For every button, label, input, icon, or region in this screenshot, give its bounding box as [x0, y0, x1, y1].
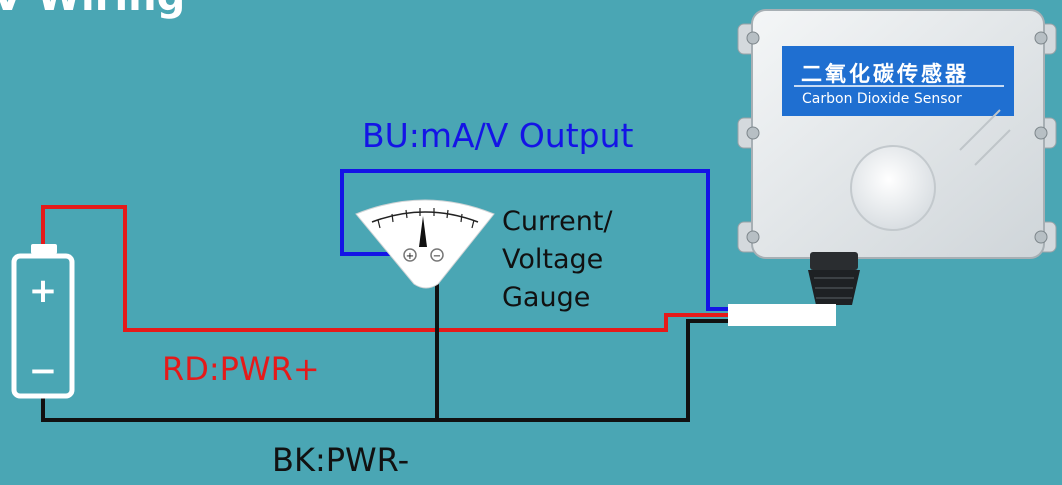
gauge-needle [419, 216, 427, 247]
blue-wire-label: BU:mA/V Output [362, 116, 634, 155]
co2-sensor [728, 9, 1057, 326]
sensor-vent-lines [959, 109, 1011, 166]
gauge-negative-terminal [430, 248, 444, 262]
gauge-label: Current/ Voltage Gauge [502, 203, 613, 317]
gauge-label-line: Voltage [502, 244, 604, 275]
battery-plus-icon: + [29, 271, 58, 311]
sensor-name-cn: 二氧化碳传感器 [801, 62, 969, 86]
gauge-positive-terminal [403, 248, 417, 262]
battery: + − [11, 244, 75, 399]
screw-icon [1034, 230, 1048, 244]
black-wire [41, 319, 728, 422]
blue-wire [340, 169, 728, 311]
screw-icon [1034, 126, 1048, 140]
gauge-label-line: Current/ [502, 206, 613, 237]
gauge-plus-icon: + [406, 251, 414, 262]
sensor-label-plate [782, 46, 1014, 116]
gauge-scale [371, 211, 479, 223]
sensor-cable [728, 304, 836, 326]
gauge-minus-icon: − [433, 251, 441, 262]
sensor-name-en: Carbon Dioxide Sensor [802, 91, 962, 107]
battery-minus-icon: − [29, 351, 58, 391]
red-wire-label: RD:PWR+ [162, 350, 320, 388]
screw-icon [746, 31, 760, 45]
battery-body [11, 253, 75, 399]
screw-icon [746, 230, 760, 244]
gauge-label-line: Gauge [502, 282, 591, 313]
cable-gland [810, 252, 858, 270]
diagram-title: V Wiring [0, 0, 185, 20]
sensor-dome [850, 145, 936, 231]
current-voltage-gauge: + − [355, 199, 495, 289]
black-wire-label: BK:PWR- [272, 441, 410, 479]
red-wire [41, 205, 728, 332]
screw-icon [746, 126, 760, 140]
battery-terminal [31, 244, 57, 254]
screw-icon [1034, 31, 1048, 45]
